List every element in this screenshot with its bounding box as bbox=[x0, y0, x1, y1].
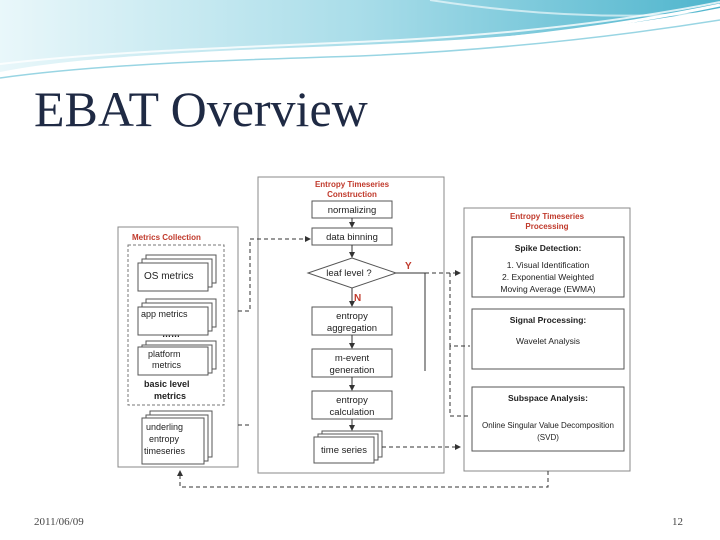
basic-metrics-group bbox=[127, 244, 225, 406]
m-event-generation-box bbox=[311, 348, 393, 378]
spike-detection-item-3: Moving Average (EWMA) bbox=[500, 284, 595, 294]
processing-title-2: Processing bbox=[525, 222, 568, 231]
ellipsis-label: …… bbox=[162, 329, 180, 339]
leaf-level-label: leaf level ? bbox=[326, 268, 371, 279]
entropy-aggregation-label-1: entropy bbox=[336, 311, 368, 322]
spike-detection-box bbox=[471, 236, 625, 298]
app-metrics-box bbox=[137, 306, 209, 336]
signal-processing-item-1: Wavelet Analysis bbox=[516, 336, 580, 346]
spike-detection-item-1: 1. Visual Identification bbox=[507, 260, 590, 270]
os-metrics-label: OS metrics bbox=[144, 271, 193, 282]
header-swoosh-decoration bbox=[0, 0, 720, 79]
construction-title-2: Construction bbox=[327, 190, 377, 199]
data-binning-label: data binning bbox=[326, 232, 378, 243]
basic-level-label-1: basic level bbox=[144, 379, 190, 389]
entropy-aggregation-label-2: aggregation bbox=[327, 323, 377, 334]
metrics-collection-title: Metrics Collection bbox=[132, 233, 201, 242]
time-series-label: time series bbox=[321, 445, 367, 456]
basic-level-label-2: metrics bbox=[154, 391, 186, 401]
signal-processing-title: Signal Processing: bbox=[510, 315, 587, 325]
platform-metrics-label-2: metrics bbox=[152, 360, 181, 370]
no-label: N bbox=[354, 293, 361, 304]
entropy-calc-label-1: entropy bbox=[336, 395, 368, 406]
os-metrics-box bbox=[137, 262, 209, 292]
slide-page-number: 12 bbox=[672, 516, 683, 528]
ebat-architecture-diagram: Metrics Collection OS metrics app metric… bbox=[100, 141, 643, 499]
platform-metrics-label-1: platform bbox=[148, 349, 181, 359]
spike-detection-title: Spike Detection: bbox=[515, 243, 582, 253]
subspace-analysis-item-2: (SVD) bbox=[537, 433, 559, 442]
underling-label-3: timeseries bbox=[144, 446, 186, 456]
time-series-box bbox=[313, 436, 375, 464]
metrics-to-binning-arrow bbox=[238, 236, 311, 312]
yes-label: Y bbox=[405, 261, 412, 272]
entropy-calculation-box bbox=[311, 390, 393, 420]
platform-metrics-box bbox=[137, 346, 209, 376]
m-event-label-1: m-event bbox=[335, 353, 370, 364]
spike-detection-item-2: 2. Exponential Weighted bbox=[502, 272, 594, 282]
construction-title-1: Entropy Timeseries bbox=[315, 180, 390, 189]
subspace-analysis-item-1: Online Singular Value Decomposition bbox=[482, 421, 614, 430]
underling-label-2: entropy bbox=[149, 434, 180, 444]
subspace-analysis-title: Subspace Analysis: bbox=[508, 393, 588, 403]
subspace-analysis-box bbox=[471, 386, 625, 452]
slide-title: EBAT Overview bbox=[34, 81, 368, 137]
m-event-label-2: generation bbox=[330, 365, 375, 376]
entropy-aggregation-box bbox=[311, 306, 393, 336]
signal-processing-box bbox=[471, 308, 625, 370]
underling-entropy-box bbox=[141, 417, 205, 465]
app-metrics-label: app metrics bbox=[141, 309, 188, 319]
entropy-calc-label-2: calculation bbox=[330, 407, 375, 418]
processing-title-1: Entropy Timeseries bbox=[510, 212, 585, 221]
normalizing-label: normalizing bbox=[328, 205, 377, 216]
feedback-arrow bbox=[177, 470, 549, 488]
underling-label-1: underling bbox=[146, 422, 183, 432]
slide-date: 2011/06/09 bbox=[34, 516, 84, 528]
